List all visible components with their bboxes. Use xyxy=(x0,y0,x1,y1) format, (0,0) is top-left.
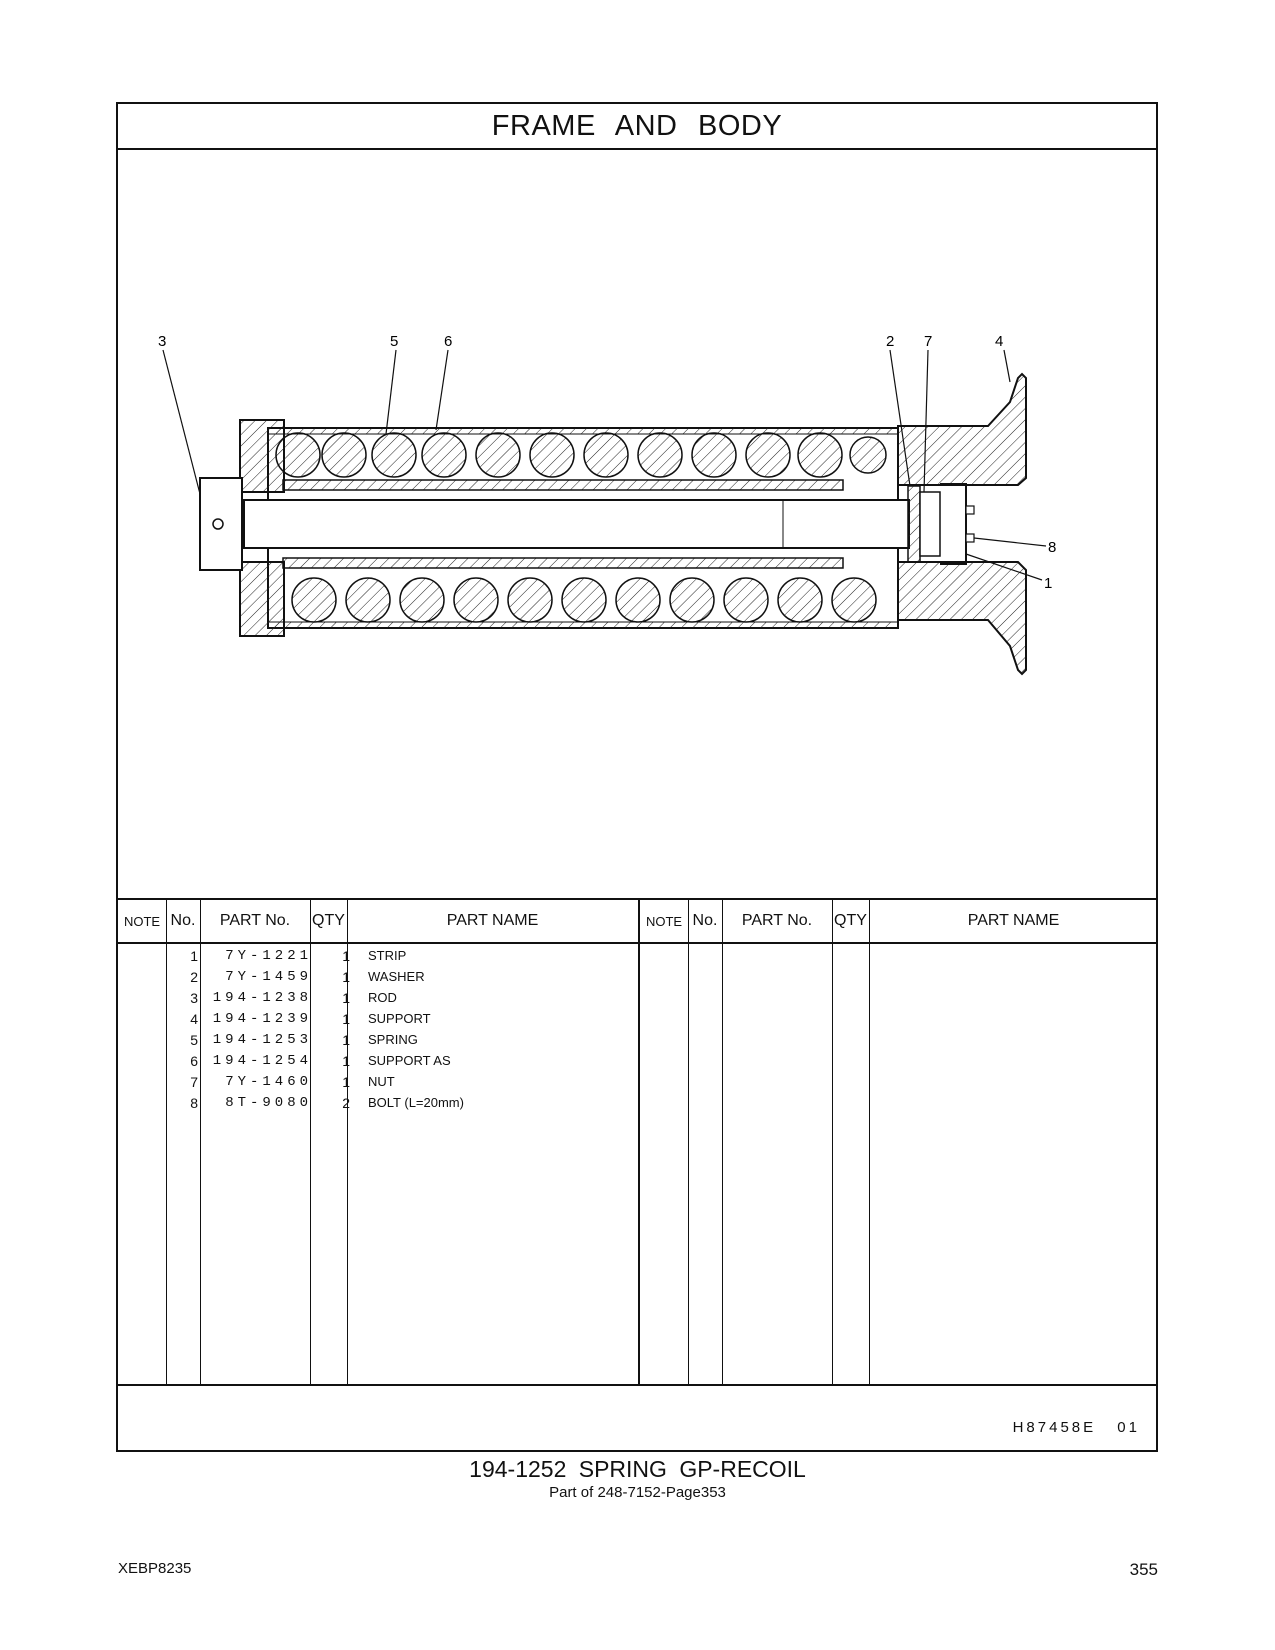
rod-end xyxy=(199,477,243,571)
page-frame: FRAME AND BODY xyxy=(116,102,1158,1452)
row-part-no: 194-1239 xyxy=(212,1011,312,1027)
row-qty: 1 xyxy=(342,1032,350,1048)
drawing-code: H87458E 01 xyxy=(1012,1419,1140,1436)
row-part-name: ROD xyxy=(368,990,397,1005)
table-row: 7 7Y-1460 1 NUT xyxy=(118,1074,638,1096)
bolt xyxy=(965,505,975,515)
header-note: NOTE xyxy=(123,913,161,929)
table-row: 5 194-1253 1 SPRING xyxy=(118,1032,638,1054)
exploded-drawing: 3 5 6 2 7 4 8 1 xyxy=(118,150,1156,898)
row-qty: 2 xyxy=(342,1095,350,1111)
row-part-name: STRIP xyxy=(368,948,407,963)
parts-table-right: NOTE No. PART No. QTY PART NAME xyxy=(638,900,1158,1384)
document-id: XEBP8235 xyxy=(118,1560,192,1577)
row-part-name: SPRING xyxy=(368,1032,418,1047)
washer xyxy=(907,485,921,563)
spring-coils-top xyxy=(275,432,887,478)
header-part-name: PART NAME xyxy=(446,912,539,929)
row-part-no: 8T-9080 xyxy=(225,1095,312,1111)
callout-8: 8 xyxy=(1048,539,1056,556)
table-row: 4 194-1239 1 SUPPORT xyxy=(118,1011,638,1033)
header-no: No. xyxy=(692,912,718,929)
row-part-name: SUPPORT AS xyxy=(368,1053,451,1068)
parts-table: NOTE No. PART No. QTY PART NAME 1 7Y-122… xyxy=(118,898,1158,1386)
row-qty: 1 xyxy=(342,1074,350,1090)
callout-3: 3 xyxy=(158,333,166,350)
table-row: 1 7Y-1221 1 STRIP xyxy=(118,948,638,970)
row-part-no: 7Y-1460 xyxy=(225,1074,312,1090)
row-part-name: BOLT (L=20mm) xyxy=(368,1095,464,1110)
header-part-no: PART No. xyxy=(219,912,291,929)
section-title: FRAME AND BODY xyxy=(118,104,1156,150)
row-no: 5 xyxy=(190,1032,198,1048)
callout-4: 4 xyxy=(995,333,1003,350)
spring-coils-bottom xyxy=(291,577,877,623)
table-header: NOTE No. PART No. QTY PART NAME xyxy=(640,900,1158,944)
row-part-no: 194-1238 xyxy=(212,990,312,1006)
rod xyxy=(243,499,910,549)
nut xyxy=(919,491,941,557)
callout-1: 1 xyxy=(1044,575,1052,592)
row-qty: 1 xyxy=(342,1053,350,1069)
row-qty: 1 xyxy=(342,969,350,985)
row-no: 3 xyxy=(190,990,198,1006)
table-row: 3 194-1238 1 ROD xyxy=(118,990,638,1012)
row-part-name: SUPPORT xyxy=(368,1011,431,1026)
row-no: 8 xyxy=(190,1095,198,1111)
header-no: No. xyxy=(170,912,196,929)
row-part-name: NUT xyxy=(368,1074,395,1089)
row-part-no: 194-1254 xyxy=(212,1053,312,1069)
strip xyxy=(940,483,967,565)
row-no: 6 xyxy=(190,1053,198,1069)
caption-sub: Part of 248-7152-Page353 xyxy=(549,1484,726,1501)
callout-2: 2 xyxy=(886,333,894,350)
page-number: 355 xyxy=(1129,1560,1158,1579)
header-qty: QTY xyxy=(834,912,867,929)
callout-7: 7 xyxy=(924,333,932,350)
row-part-name: WASHER xyxy=(368,969,425,984)
table-row: 2 7Y-1459 1 WASHER xyxy=(118,969,638,991)
header-note: NOTE xyxy=(645,913,683,929)
recoil-spring-cross-section: 3 5 6 2 7 4 8 1 xyxy=(158,333,1056,676)
row-qty: 1 xyxy=(342,990,350,1006)
header-qty: QTY xyxy=(312,912,345,929)
row-no: 7 xyxy=(190,1074,198,1090)
row-qty: 1 xyxy=(342,948,350,964)
header-part-no: PART No. xyxy=(741,912,813,929)
table-row: 8 8T-9080 2 BOLT (L=20mm) xyxy=(118,1095,638,1117)
row-no: 1 xyxy=(190,948,198,964)
callout-5: 5 xyxy=(390,333,398,350)
table-row: 6 194-1254 1 SUPPORT AS xyxy=(118,1053,638,1075)
table-header: NOTE No. PART No. QTY PART NAME xyxy=(118,900,638,944)
caption-main: 194-1252 SPRING GP-RECOIL xyxy=(469,1456,806,1482)
row-part-no: 7Y-1221 xyxy=(225,948,312,964)
right-support xyxy=(897,372,1027,486)
header-part-name: PART NAME xyxy=(967,912,1060,929)
row-qty: 1 xyxy=(342,1011,350,1027)
row-part-no: 194-1253 xyxy=(212,1032,312,1048)
callout-6: 6 xyxy=(444,333,452,350)
row-part-no: 7Y-1459 xyxy=(225,969,312,985)
row-no: 4 xyxy=(190,1011,198,1027)
parts-table-left: NOTE No. PART No. QTY PART NAME 1 7Y-122… xyxy=(118,900,638,1384)
row-no: 2 xyxy=(190,969,198,985)
